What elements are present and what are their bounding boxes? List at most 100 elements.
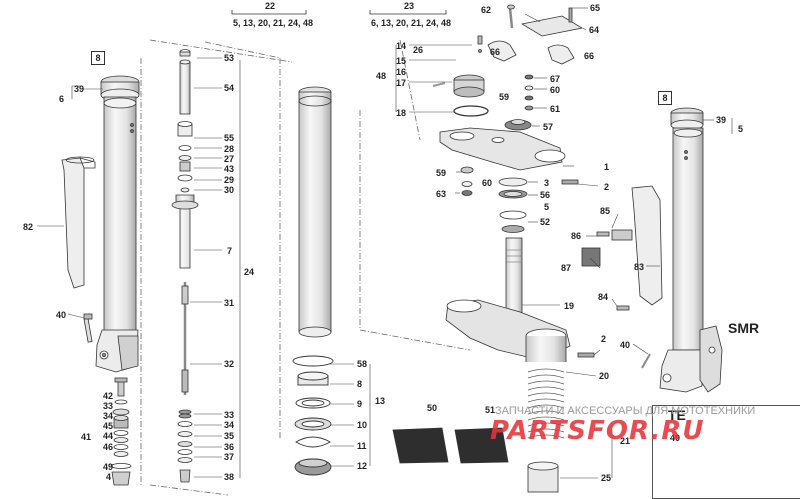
callout-43: 43 — [224, 164, 235, 174]
callout-82: 82 — [23, 222, 34, 232]
callout-50: 50 — [427, 403, 438, 413]
right-fork-leg — [641, 107, 723, 393]
callout-38: 38 — [224, 472, 235, 482]
callout-36-right: 36 — [224, 442, 235, 452]
callout-10: 10 — [357, 420, 368, 430]
callout-42: 42 — [103, 391, 114, 401]
callout-13: 13 — [375, 396, 386, 406]
callout-54: 54 — [224, 83, 235, 93]
callout-26: 26 — [413, 45, 424, 55]
callout-49: 49 — [103, 462, 114, 472]
callout-48: 48 — [376, 71, 387, 81]
callout-85: 85 — [600, 206, 611, 216]
callout-4: 4 — [106, 472, 112, 482]
protective-sleeves — [392, 427, 509, 464]
callout-2-b: 2 — [601, 334, 607, 344]
fork-guard-left — [61, 156, 96, 289]
te-variant-panel — [652, 405, 800, 499]
callout-52: 52 — [540, 217, 551, 227]
callout-1: 1 — [604, 162, 610, 172]
callout-45: 45 — [103, 421, 114, 431]
callout-21: 21 — [620, 436, 631, 446]
watermark-text: ЗАПЧАСТИ И АКСЕССУАРЫ ДЛЯ МОТОТЕХНИКИ — [495, 405, 756, 417]
damper-cartridge — [171, 49, 199, 483]
top-plate-parts — [432, 4, 584, 233]
callout-66-b: 66 — [584, 51, 595, 61]
callout-8: 8 — [357, 379, 363, 389]
callout-32: 32 — [224, 359, 235, 369]
group-22-label: 22 — [264, 1, 275, 11]
callout-83: 83 — [634, 262, 645, 272]
callout-55: 55 — [224, 133, 235, 143]
group-23-label: 23 — [403, 1, 414, 11]
callout-12: 12 — [357, 461, 368, 471]
callout-87: 87 — [561, 263, 572, 273]
callout-3: 3 — [544, 178, 550, 188]
callout-15: 15 — [396, 56, 407, 66]
variant-te-label: TE — [668, 407, 686, 423]
left-fork-leg — [95, 75, 140, 373]
callout-29: 29 — [224, 175, 235, 185]
callout-86: 86 — [571, 231, 582, 241]
box-8-right: 8 — [658, 91, 672, 105]
box-8-left: 8 — [91, 51, 105, 65]
callout-6-left: 6 — [59, 94, 65, 104]
callout-61: 61 — [550, 104, 561, 114]
callout-9: 9 — [357, 399, 363, 409]
callout-39-left: 39 — [74, 84, 85, 94]
callout-19: 19 — [564, 301, 575, 311]
callout-35: 35 — [224, 431, 235, 441]
callout-67: 67 — [550, 74, 561, 84]
callout-65: 65 — [590, 3, 601, 13]
callout-40-te: 40 — [670, 433, 681, 443]
callout-56: 56 — [540, 190, 551, 200]
callout-58: 58 — [357, 359, 368, 369]
callout-41: 41 — [81, 432, 92, 442]
callout-66-a: 66 — [490, 47, 501, 57]
callout-53: 53 — [224, 53, 235, 63]
callout-59-b: 59 — [436, 168, 447, 178]
callout-64: 64 — [589, 25, 600, 35]
variant-smr-label: SMR — [728, 320, 760, 336]
callout-20: 20 — [599, 371, 610, 381]
callout-84: 84 — [598, 292, 609, 302]
callout-18: 18 — [396, 108, 407, 118]
callout-60-b: 60 — [482, 178, 493, 188]
callout-14: 14 — [396, 41, 407, 51]
callout-28: 28 — [224, 144, 235, 154]
callout-31: 31 — [224, 298, 235, 308]
callout-60-a: 60 — [550, 85, 561, 95]
callout-33-left: 33 — [103, 401, 114, 411]
callout-34-left: 34 — [103, 411, 114, 421]
screw-40-left — [83, 313, 93, 343]
callout-24: 24 — [244, 267, 255, 277]
callout-33-right: 33 — [224, 410, 235, 420]
callout-40-right: 40 — [620, 340, 631, 350]
callout-17: 17 — [396, 78, 407, 88]
callout-40-left: 40 — [56, 310, 67, 320]
watermark-logo: PARTSFOR.RU — [490, 416, 705, 446]
callout-44: 44 — [103, 431, 114, 441]
left-bottom-parts — [110, 377, 132, 486]
callout-30: 30 — [224, 185, 235, 195]
seal-stack — [292, 355, 334, 476]
callout-11: 11 — [357, 441, 367, 451]
callout-37: 37 — [224, 452, 235, 462]
group-22-items: 5, 13, 20, 21, 24, 48 — [232, 18, 314, 28]
inner-tube — [298, 86, 332, 338]
callout-63: 63 — [436, 189, 447, 199]
callout-34-right: 34 — [224, 420, 235, 430]
callout-27: 27 — [224, 154, 235, 164]
callout-5-right: 5 — [738, 124, 744, 134]
callout-46: 46 — [103, 442, 114, 452]
callout-25: 25 — [601, 473, 612, 483]
callout-16: 16 — [396, 67, 407, 77]
callout-7: 7 — [227, 246, 233, 256]
callout-62: 62 — [481, 5, 492, 15]
callout-5: 5 — [544, 202, 550, 212]
callout-39-right: 39 — [716, 115, 727, 125]
group-23-items: 6, 13, 20, 21, 24, 48 — [370, 18, 452, 28]
steering-stem — [445, 237, 595, 493]
